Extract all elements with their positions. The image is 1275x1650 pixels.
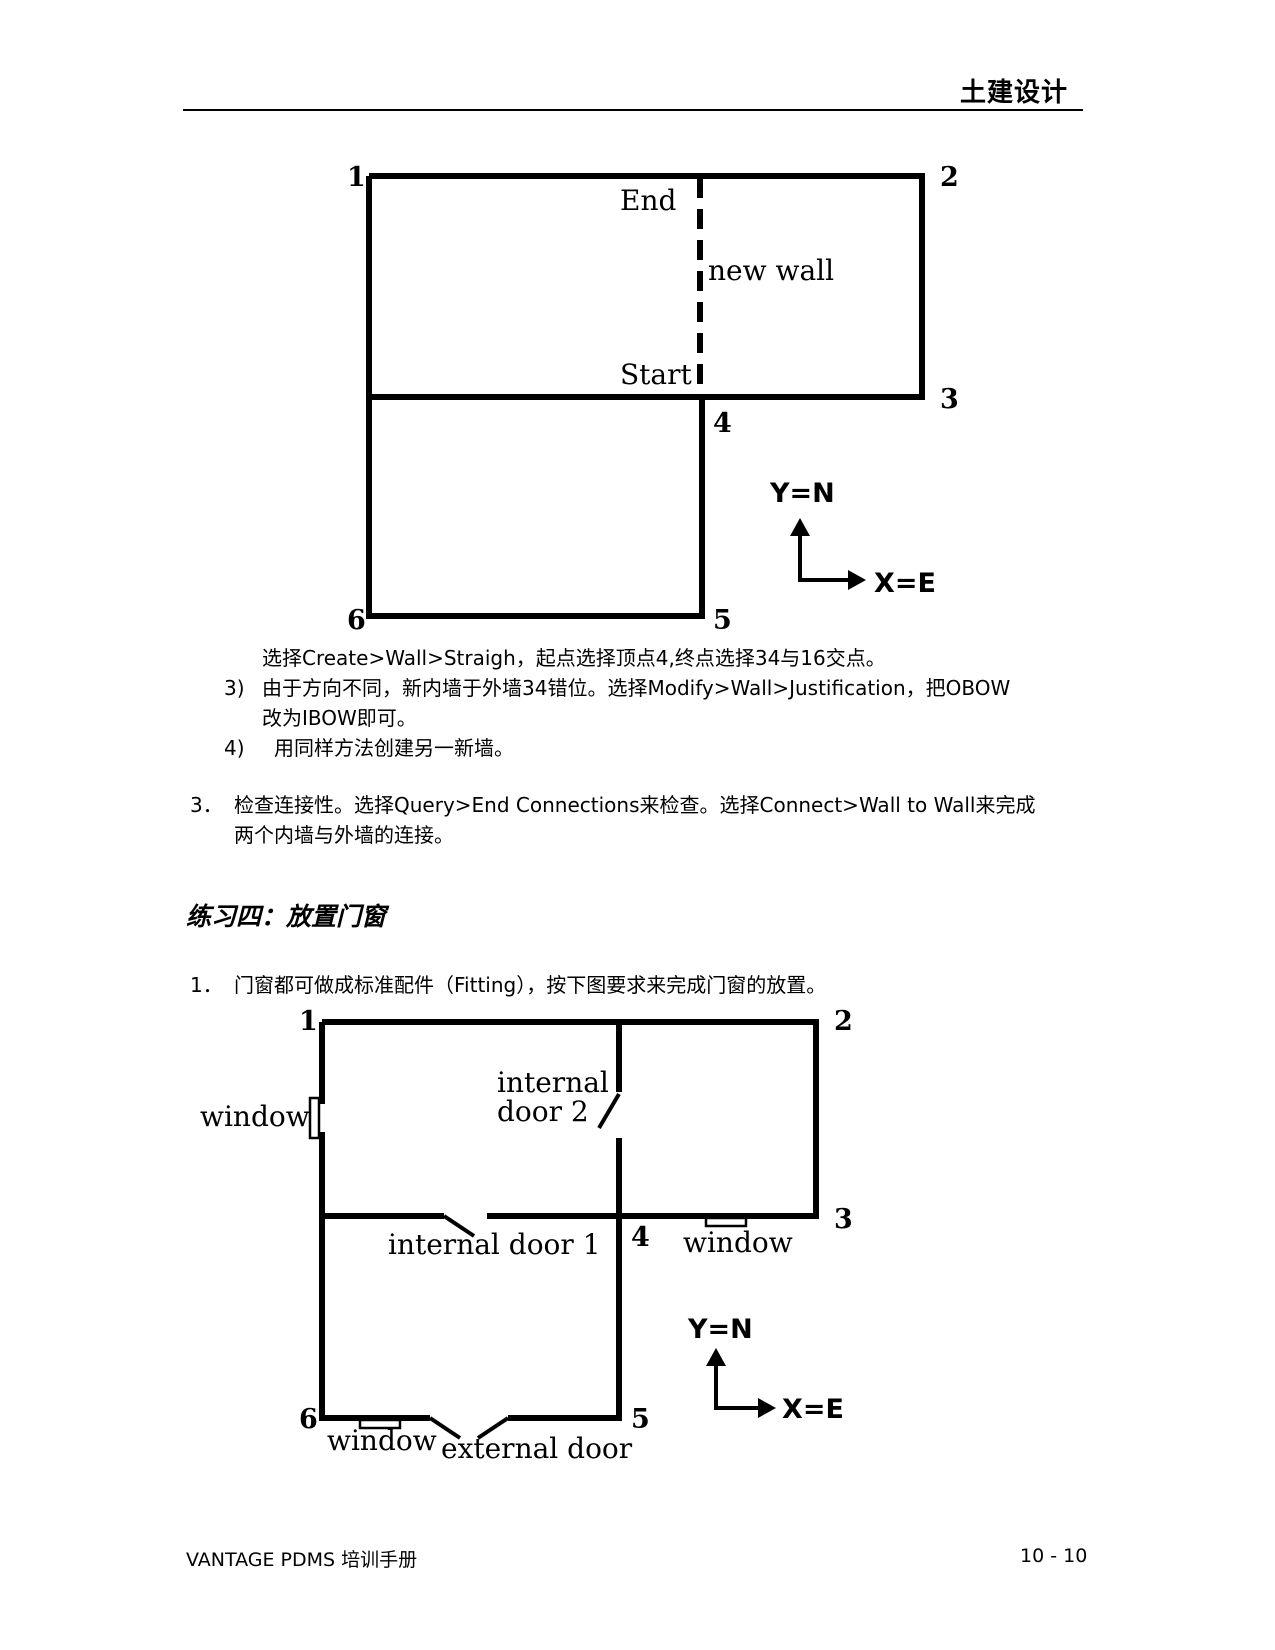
internal-door-2-leaf <box>597 1092 621 1130</box>
item1-text: 门窗都可做成标准配件（Fitting），按下图要求来完成门窗的放置。 <box>234 973 827 997</box>
corner-3-label: 3 <box>834 1204 853 1235</box>
axis-y-label: Y=N <box>769 478 835 509</box>
header-title: 土建设计 <box>960 78 1069 108</box>
window-bottom-label: window <box>327 1424 437 1457</box>
section-heading: 练习四：放置门窗 <box>186 902 387 931</box>
step3-text-line2: 改为IBOW即可。 <box>262 706 417 730</box>
external-door-leaf-left <box>428 1416 462 1440</box>
step3-number: 3) <box>224 676 245 700</box>
end-label: End <box>620 184 676 217</box>
step4-number: 4) <box>224 736 245 760</box>
axis-arrows <box>706 1348 776 1418</box>
step2-text: 选择Create>Wall>Straigh，起点选择顶点4,终点选择34与16交… <box>262 646 886 670</box>
start-label: Start <box>620 358 693 391</box>
external-door-leaf-right <box>476 1416 510 1440</box>
outer-wall-1 <box>366 173 925 619</box>
step4-text: 用同样方法创建另一新墙。 <box>274 736 514 760</box>
corner-5-label: 5 <box>713 605 732 636</box>
window-left-symbol <box>308 1096 321 1140</box>
internal-door-2-label-line1: internal <box>497 1066 609 1099</box>
axis-x-label: X=E <box>874 568 936 599</box>
corner-1-label: 1 <box>347 162 366 193</box>
axis-arrows <box>790 518 866 590</box>
axis-x-label: X=E <box>782 1394 844 1425</box>
corner-4-label: 4 <box>713 408 732 439</box>
wall-diagram-1: 1 2 3 4 5 6 End new wall Start Y=N X=E <box>347 162 959 636</box>
corner-2-label: 2 <box>940 162 959 193</box>
axis-y-label: Y=N <box>687 1314 753 1345</box>
item1-number: 1． <box>190 973 223 997</box>
item3-text-line2: 两个内墙与外墙的连接。 <box>234 823 454 847</box>
step3-text-line1: 由于方向不同，新内墙于外墙34错位。选择Modify>Wall>Justific… <box>262 676 1011 700</box>
external-door-label: external door <box>441 1432 633 1465</box>
window-right-label: window <box>683 1226 793 1259</box>
internal-door-2-label-line2: door 2 <box>497 1095 589 1128</box>
corner-1-label: 1 <box>299 1006 318 1037</box>
footer-left: VANTAGE PDMS 培训手册 <box>186 1549 418 1571</box>
new-wall-label: new wall <box>708 254 834 287</box>
outer-wall-left-bottom <box>319 1132 430 1421</box>
internal-door-1-leaf <box>442 1214 476 1238</box>
wall-diagram-2: 1 2 3 4 5 6 internal door 2 window inter… <box>200 1006 853 1465</box>
window-bottom-symbol <box>358 1418 402 1430</box>
corner-6-label: 6 <box>347 605 366 636</box>
internal-door-1-label: internal door 1 <box>388 1228 601 1261</box>
window-left-label: window <box>200 1100 310 1133</box>
header-rule <box>183 109 1083 111</box>
outer-wall-top-right <box>322 1019 819 1219</box>
corner-5-label: 5 <box>631 1404 650 1435</box>
corner-2-label: 2 <box>834 1006 853 1037</box>
item3-number: 3． <box>190 793 223 817</box>
outer-wall-bottom-right <box>508 1219 622 1421</box>
footer-page-number: 10 - 10 <box>1020 1545 1088 1567</box>
corner-6-label: 6 <box>299 1404 318 1435</box>
corner-4-label: 4 <box>631 1222 650 1253</box>
item3-text-line1: 检查连接性。选择Query>End Connections来检查。选择Conne… <box>234 793 1036 817</box>
corner-3-label: 3 <box>940 384 959 415</box>
window-right-symbol <box>704 1216 748 1228</box>
